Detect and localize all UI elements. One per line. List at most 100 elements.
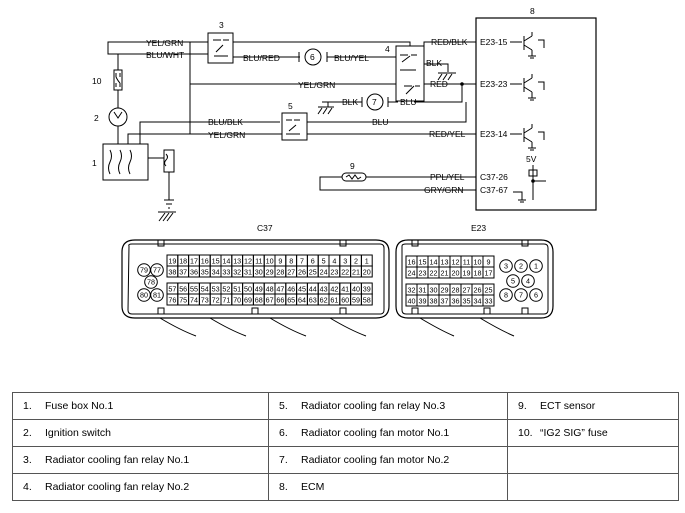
c37-pin-label: 28 [276,268,284,277]
c37-pin-label: 72 [212,296,220,305]
c37-pin-label: 66 [276,296,284,305]
c37-round-pin-label: 79 [140,266,148,275]
c37-pin-label: 63 [309,296,317,305]
connector-e23-shell [395,239,554,319]
e23-round-pin [514,259,528,273]
c37-pin-label: 40 [352,285,360,294]
c37-pin-label: 56 [179,285,187,294]
c37-pin-label: 14 [222,257,230,266]
terminal-e23-14: E23-14 [480,129,508,139]
ecm-transistor-3 [523,124,545,151]
wire-blu-wht: BLU/WHT [146,50,184,60]
e23-pin-label: 14 [430,258,438,267]
fuse-box-number: 1 [92,158,97,168]
c37-round-pin [150,263,164,277]
wire-blu-yel: BLU/YEL [334,53,369,63]
legend-number: 5. [279,400,288,412]
cooling-fan-relay-3 [281,112,308,141]
wire-blk-relay4: BLK [426,58,442,68]
c37-pin-cell [360,265,373,278]
e23-pin-label: 24 [408,269,416,278]
legend-cell [507,473,679,501]
wire-blu-long: BLU [372,117,389,127]
e23-pin-label: 28 [452,286,460,295]
e23-pin-label: 39 [419,297,427,306]
legend-number: 6. [279,427,288,439]
c37-pin-label: 45 [298,285,306,294]
c37-pin-label: 3 [343,257,347,266]
e23-pin-label: 10 [474,258,482,267]
c37-pin-label: 12 [244,257,252,266]
c37-pin-label: 39 [363,285,371,294]
e23-pin-cell [482,266,495,279]
e23-pin-label: 15 [419,258,427,267]
wire-blu-motor7: BLU [400,97,417,107]
cooling-fan-motor-2: 7 [361,93,389,111]
ground-symbol-motor7 [317,102,334,115]
e23-pin-label: 21 [441,269,449,278]
e23-pin-label: 35 [463,297,471,306]
c37-pin-label: 9 [278,257,282,266]
connector-c37-shell [121,239,390,319]
legend-cell: 10.“IG2 SIG” fuse [507,419,679,447]
wire-yel-grn-mid: YEL/GRN [298,80,335,90]
svg-text:7: 7 [372,97,377,107]
c37-round-pin [150,288,164,302]
c37-pin-label: 60 [341,296,349,305]
c37-pin-label: 31 [244,268,252,277]
ignition-switch-number: 2 [94,113,99,123]
legend-number: 2. [23,427,32,439]
c37-pin-label: 13 [233,257,241,266]
c37-pin-cell [360,293,373,306]
c37-pin-label: 22 [341,268,349,277]
c37-pin-label: 50 [244,285,252,294]
relay-4-number: 4 [385,44,390,54]
c37-pin-label: 4 [332,257,336,266]
c37-pin-label: 44 [309,285,317,294]
legend-number: 4. [23,481,32,493]
e23-pin-label: 33 [485,297,493,306]
e23-round-pin-label: 6 [534,291,538,300]
c37-pin-label: 38 [168,268,176,277]
c37-pin-label: 42 [330,285,338,294]
e23-pin-label: 17 [485,269,493,278]
terminal-e23-23: E23-23 [480,79,508,89]
cooling-fan-relay-1 [207,32,234,64]
e23-pin-label: 34 [474,297,482,306]
e23-pin-label: 18 [474,269,482,278]
e23-pin-label: 23 [419,269,427,278]
c37-pin-label: 1 [365,257,369,266]
legend-text: Fuse box No.1 [45,400,114,412]
c37-round-pin [144,275,158,289]
wire-ppl-yel: PPL/YEL [430,172,465,182]
c37-round-pin-label: 78 [147,278,155,287]
c37-pin-label: 52 [222,285,230,294]
svg-text:6: 6 [310,52,315,62]
c37-pin-label: 71 [222,296,230,305]
c37-pin-label: 76 [168,296,176,305]
c37-pin-label: 41 [341,285,349,294]
c37-pin-label: 20 [363,268,371,277]
e23-pin-label: 19 [463,269,471,278]
c37-pin-label: 11 [255,257,262,266]
e23-pin-label: 20 [452,269,460,278]
legend-cell [507,446,679,474]
c37-pin-label: 43 [320,285,328,294]
c37-pin-label: 74 [190,296,198,305]
e23-round-pin-label: 4 [526,277,530,286]
ecm-box [475,17,597,211]
e23-pin-label: 40 [408,297,416,306]
c37-pin-label: 37 [179,268,187,277]
fuse-box-1 [102,143,149,181]
terminal-c37-26: C37-26 [480,172,508,182]
legend-text: Ignition switch [45,427,111,439]
legend-text: Radiator cooling fan motor No.1 [301,427,450,439]
c37-pin-label: 54 [201,285,209,294]
c37-pin-label: 75 [179,296,187,305]
